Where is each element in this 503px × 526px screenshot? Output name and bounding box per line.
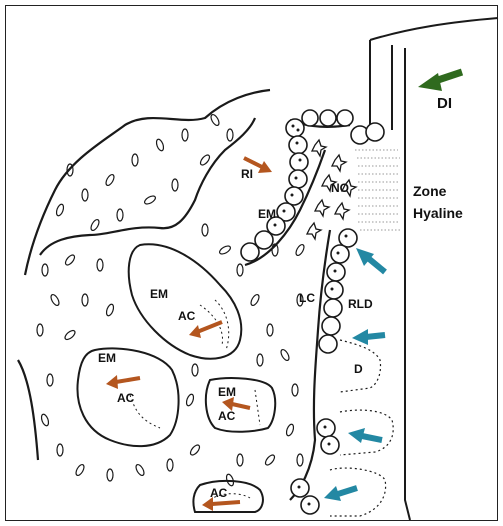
orange-arrow-ri bbox=[243, 156, 272, 173]
osteocytes bbox=[36, 113, 305, 487]
orange-arrow-ac-bottom bbox=[202, 497, 241, 511]
cell-nuclei bbox=[273, 124, 348, 506]
label-di: DI bbox=[437, 95, 452, 112]
stellate-cells bbox=[305, 138, 358, 241]
label-em-mid: EM bbox=[150, 287, 168, 301]
blue-arrow-3 bbox=[348, 428, 383, 443]
label-ri: RI bbox=[241, 167, 253, 181]
orange-arrow-ac-mid bbox=[189, 320, 223, 338]
label-lc: LC bbox=[299, 291, 315, 305]
dotted-pockets bbox=[329, 339, 394, 517]
label-ac-left: AC bbox=[117, 391, 135, 405]
label-ac-mid: AC bbox=[178, 309, 196, 323]
label-em-left: EM bbox=[98, 351, 116, 365]
figure-frame bbox=[5, 5, 498, 521]
green-arrow bbox=[418, 68, 464, 91]
label-em-small: EM bbox=[218, 385, 236, 399]
label-hyaline: Hyaline bbox=[413, 205, 463, 221]
blue-arrow-1 bbox=[356, 248, 387, 275]
label-rld: RLD bbox=[348, 297, 373, 311]
orange-arrow-ac-left bbox=[106, 375, 141, 389]
label-ac-bottom: AC bbox=[210, 486, 228, 500]
blue-arrow-2 bbox=[352, 329, 386, 345]
blue-arrow-4 bbox=[324, 485, 358, 501]
label-no: NO bbox=[331, 181, 349, 195]
orange-arrow-ac-small bbox=[222, 397, 251, 411]
tooth-wall bbox=[369, 17, 499, 521]
label-zone: Zone bbox=[413, 183, 447, 199]
label-ac-small: AC bbox=[218, 409, 236, 423]
label-em-top: EM bbox=[258, 207, 276, 221]
label-d: D bbox=[354, 362, 363, 376]
hyaline-stipple bbox=[355, 149, 400, 231]
